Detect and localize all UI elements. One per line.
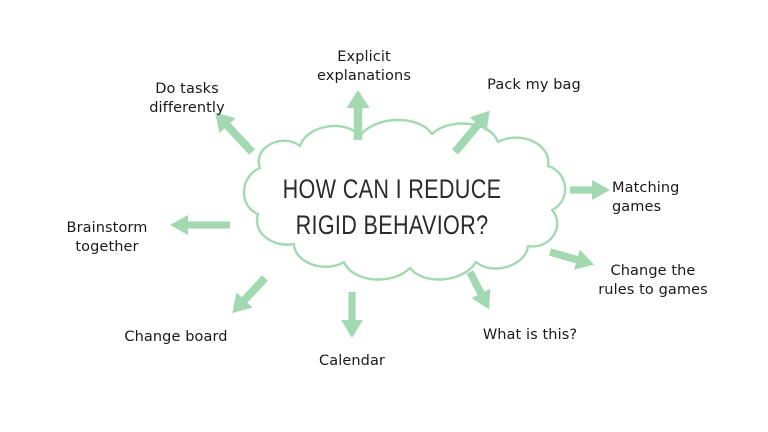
branch-label-brainstorm-together[interactable]: Brainstorm together <box>66 220 148 255</box>
arrow-do-tasks-differently <box>215 112 255 155</box>
arrow-change-the-rules-to-games <box>548 248 595 270</box>
arrow-calendar <box>341 292 363 338</box>
branch-label-do-tasks-differently[interactable]: Do tasks differently <box>149 81 225 116</box>
branch-label-change-board[interactable]: Change board <box>124 329 228 345</box>
arrow-explicit-explanations <box>346 90 370 140</box>
branch-label-explicit-explanations[interactable]: Explicit explanations <box>317 49 411 84</box>
branch-label-calendar[interactable]: Calendar <box>318 353 385 369</box>
arrow-brainstorm-together <box>170 215 230 235</box>
arrows-group <box>170 90 610 338</box>
arrow-change-board <box>232 275 268 314</box>
branch-label-what-is-this[interactable]: What is this? <box>482 327 578 343</box>
branch-label-pack-my-bag[interactable]: Pack my bag <box>487 77 581 93</box>
arrow-pack-my-bag <box>451 110 490 155</box>
arrow-what-is-this <box>466 270 491 310</box>
branch-label-change-the-rules-to-games[interactable]: Change the rules to games <box>598 263 708 298</box>
page-title: HOW CAN I REDUCE RIGID BEHAVIOR? <box>282 174 502 240</box>
branch-label-matching-games[interactable]: Matching games <box>612 180 680 215</box>
central-cloud <box>242 118 567 281</box>
arrow-matching-games <box>570 180 610 200</box>
